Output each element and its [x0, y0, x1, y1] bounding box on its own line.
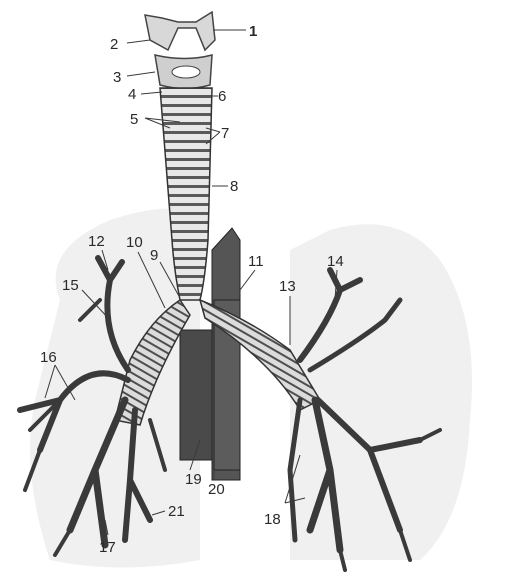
label-4: 4 [128, 86, 136, 103]
label-2: 2 [110, 36, 118, 53]
label-12: 12 [88, 233, 105, 250]
label-9: 9 [150, 247, 158, 264]
label-17: 17 [99, 539, 116, 556]
label-1: 1 [249, 23, 257, 40]
label-11: 11 [248, 253, 264, 270]
label-5: 5 [130, 111, 138, 128]
larynx [145, 12, 215, 89]
label-3: 3 [113, 69, 121, 86]
label-6: 6 [218, 88, 226, 105]
label-10: 10 [126, 234, 143, 251]
label-7: 7 [221, 125, 229, 142]
label-21: 21 [168, 503, 185, 520]
label-15: 15 [62, 277, 79, 294]
label-13: 13 [279, 278, 296, 295]
label-8: 8 [230, 178, 238, 195]
label-16: 16 [40, 349, 57, 366]
label-18: 18 [264, 511, 281, 528]
label-19: 19 [185, 471, 202, 488]
label-14: 14 [327, 253, 344, 270]
label-20: 20 [208, 481, 225, 498]
